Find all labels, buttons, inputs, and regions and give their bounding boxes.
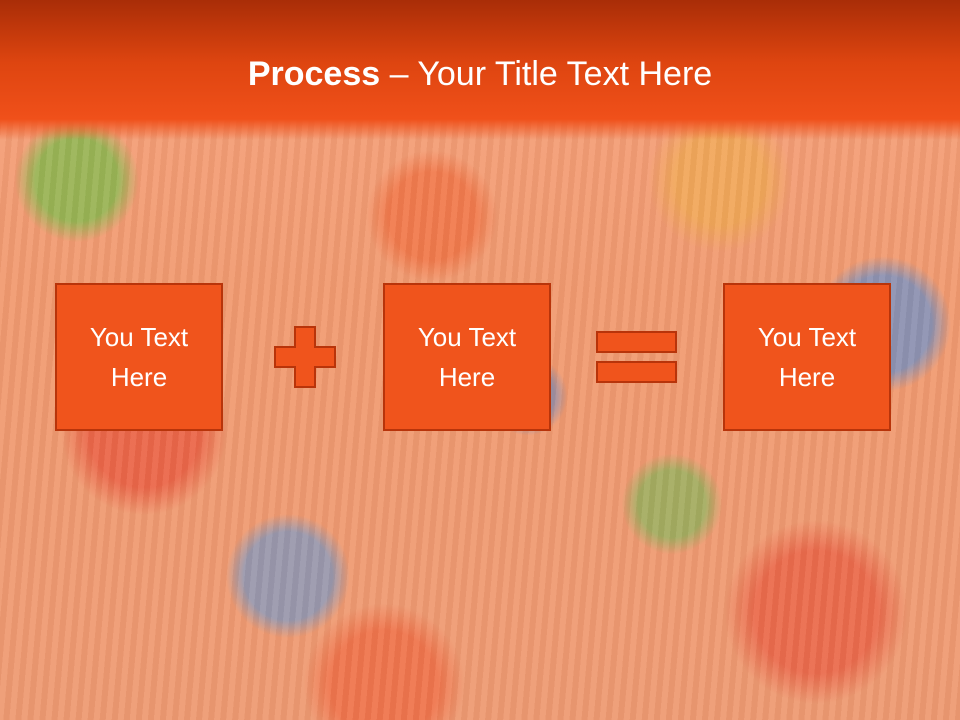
box-text-line2: Here: [438, 362, 496, 392]
process-box-1[interactable]: You Text Here: [55, 283, 223, 431]
title-bar: [0, 0, 960, 140]
slide-title[interactable]: Process – Your Title Text Here: [0, 52, 960, 96]
box-text-line1: You Text: [417, 322, 517, 352]
process-box-3[interactable]: You Text Here: [723, 283, 891, 431]
title-dash: –: [380, 55, 418, 93]
box-text-line2: Here: [110, 362, 168, 392]
title-rest: Your Title Text Here: [417, 55, 713, 93]
title-bold: Process: [247, 55, 381, 93]
process-box-2[interactable]: You Text Here: [383, 283, 551, 431]
box-text-line1: You Text: [757, 322, 857, 352]
box-text-line1: You Text: [89, 322, 189, 352]
equals-icon: [596, 331, 677, 383]
box-text-line2: Here: [778, 362, 836, 392]
plus-icon: [274, 326, 336, 388]
